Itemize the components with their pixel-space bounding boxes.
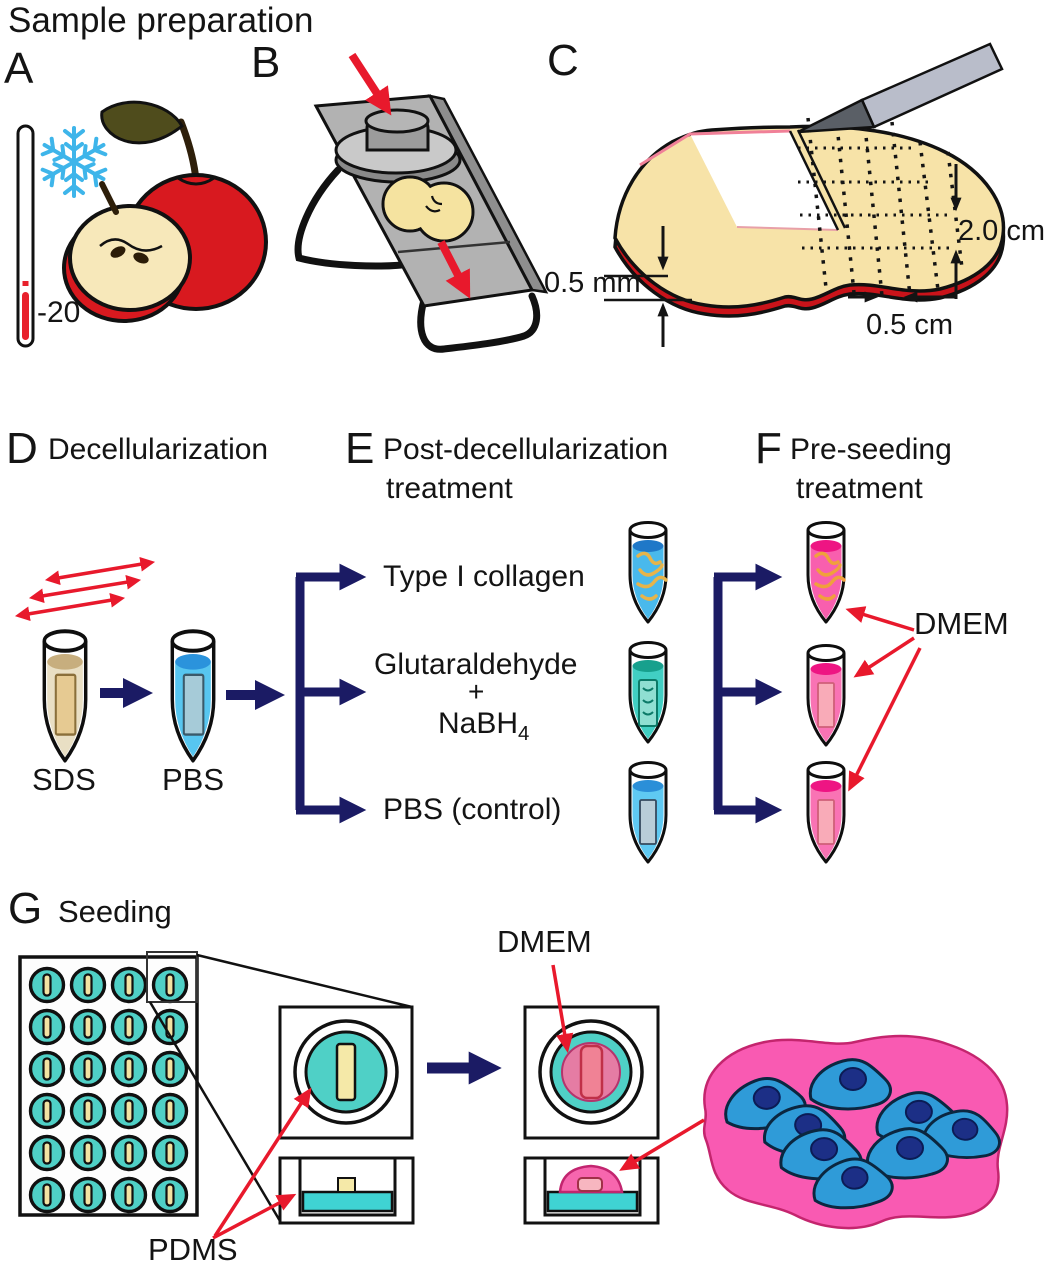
press-arrow <box>348 52 392 116</box>
blob-to-drop-arrow <box>619 1118 705 1171</box>
panel-c-letter: C <box>547 36 579 85</box>
panel-e-art <box>295 521 668 864</box>
panel-d-art <box>14 556 285 763</box>
branch-bracket-e <box>295 563 367 824</box>
collagen-tube <box>628 521 668 624</box>
half-apple-illustration <box>62 181 192 323</box>
well-side-view-before <box>278 1156 415 1225</box>
dmem-pbs-tube <box>806 761 846 864</box>
snowflake-icon <box>38 126 110 198</box>
panel-e-title-line2: treatment <box>386 472 513 505</box>
panel-a-art <box>16 100 268 348</box>
apple-slice-on-slicer <box>381 175 475 243</box>
width-dimension-label: 0.5 cm <box>866 309 954 341</box>
thickness-dimension-label: 0.5 mm <box>544 267 641 299</box>
well-top-view-after <box>523 1005 660 1140</box>
panel-c-art <box>604 42 1006 347</box>
plus-sign: + <box>468 676 485 707</box>
pbs-label: PBS <box>162 762 225 797</box>
apple-slice-grid-illustration <box>613 124 1006 318</box>
sds-label: SDS <box>32 762 96 797</box>
cell-culture-blob <box>702 1034 1009 1230</box>
temperature-label: -20 <box>37 296 81 329</box>
dmem-label-f: DMEM <box>914 606 1009 641</box>
well-side-view-after <box>523 1156 660 1225</box>
pbs-tube <box>170 629 216 763</box>
panel-g-letter: G <box>8 884 43 933</box>
panel-d-title: Decellularization <box>48 433 269 466</box>
pbs-control-tube <box>628 761 668 864</box>
pdms-pointer-arrows <box>212 1087 312 1240</box>
panel-e-letter: E <box>345 424 375 473</box>
panel-d-letter: D <box>6 424 38 473</box>
nabh-text: NaBH <box>438 707 519 740</box>
dmem-drop-arrow <box>551 964 574 1054</box>
zoom-connector-lines <box>148 953 413 1222</box>
dmem-glutaraldehyde-tube <box>806 644 846 747</box>
panel-g-art <box>18 951 1009 1240</box>
dmem-label-g: DMEM <box>497 924 592 959</box>
panel-f-art <box>713 521 922 864</box>
treatment-glutaraldehyde-label: Glutaraldehyde <box>374 648 578 681</box>
panel-g-title: Seeding <box>58 894 172 929</box>
panel-a-letter: A <box>4 44 34 93</box>
panel-e-title-line1: Post-decellularization <box>383 433 669 466</box>
thermometer-icon <box>16 124 35 348</box>
dmem-collagen-tube <box>806 521 846 624</box>
treatment-nabh4-label: NaBH4 <box>438 708 529 745</box>
panel-b-letter: B <box>251 38 281 87</box>
figure-title: Sample preparation <box>8 1 314 40</box>
pdms-label: PDMS <box>148 1232 238 1267</box>
branch-bracket-f <box>713 563 783 824</box>
grid-leader-dotted-lines <box>798 146 950 250</box>
zoom-region-box <box>146 951 198 1003</box>
slicer-stand-icon <box>294 166 541 353</box>
height-dimension-label: 2.0 cm <box>958 215 1046 247</box>
nabh-subscript: 4 <box>518 723 530 745</box>
treatment-pbs-control-label: PBS (control) <box>383 793 562 826</box>
panel-f-letter: F <box>755 424 782 473</box>
well-top-view-before <box>278 1005 414 1140</box>
dimension-arrows <box>604 164 962 347</box>
glutaraldehyde-tube <box>628 641 668 744</box>
sds-tube <box>42 629 88 763</box>
scalpel-icon <box>797 42 1004 134</box>
panel-f-title-line2: treatment <box>796 472 923 505</box>
dmem-pointer-arrows <box>845 606 922 792</box>
panel-f-title-line1: Pre-seeding <box>790 433 952 466</box>
treatment-collagen-label: Type I collagen <box>383 560 585 593</box>
panel-b-art <box>294 52 549 353</box>
slide-arrow <box>437 240 471 299</box>
shaking-arrows-icon <box>14 556 156 622</box>
